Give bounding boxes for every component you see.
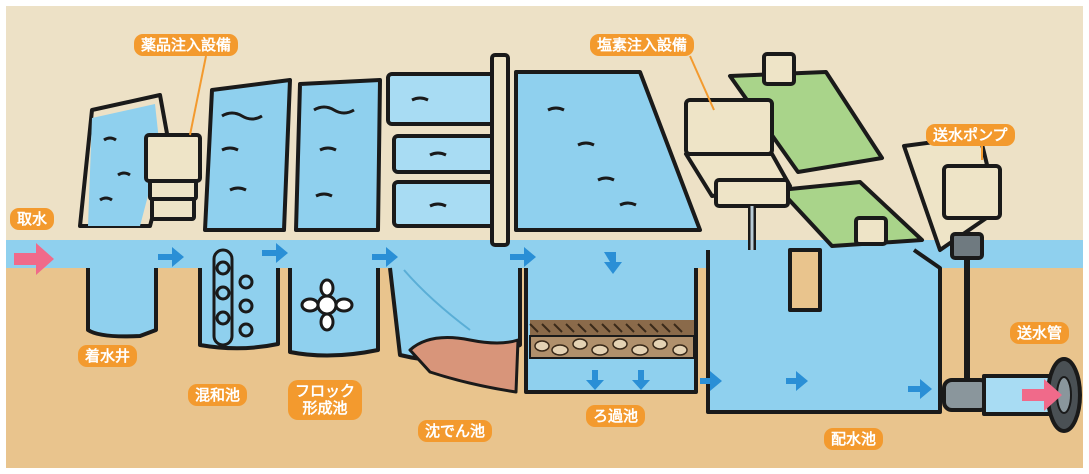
flow-arrow-down-2 (586, 370, 604, 390)
filter-layer-hatch (529, 323, 683, 333)
label-chlorine-injection: 塩素注入設備 (590, 34, 695, 56)
filter-gravel-stones (534, 338, 688, 356)
mixing-paddle (212, 248, 254, 347)
label-floc-line2: 形成池 (302, 399, 348, 417)
flocculator-icon (300, 278, 354, 332)
flow-arrow-3 (372, 247, 398, 267)
filter-layer-sand (530, 320, 694, 336)
flow-arrow-4 (510, 247, 536, 267)
label-filter-basin: ろ過池 (586, 405, 646, 427)
label-chemical-injection: 薬品注入設備 (134, 34, 239, 56)
flow-arrows (14, 243, 1062, 411)
distribution-reservoir (706, 248, 942, 414)
floc-formation-basin (288, 78, 382, 358)
water-pump (902, 134, 1002, 412)
label-sedimentation-basin: 沈でん池 (418, 420, 493, 442)
flow-arrow-1 (158, 247, 184, 267)
outflow-arrow (1022, 379, 1062, 411)
label-mixing-basin: 混和池 (188, 384, 248, 406)
basin-partition-wall (490, 53, 510, 247)
label-pump: 送水ポンプ (926, 124, 1015, 146)
label-intake: 取水 (10, 208, 55, 230)
chemical-injection-tank (144, 133, 202, 221)
intake-arrow (14, 243, 54, 275)
flow-arrow-6 (786, 371, 808, 391)
label-distribution-reservoir: 配水池 (824, 428, 884, 450)
flow-arrow-down-3 (632, 370, 650, 390)
flow-arrow-down-1 (604, 252, 622, 274)
label-leader-lines (189, 55, 983, 160)
flow-arrow-7 (908, 379, 932, 399)
flow-arrow-2 (262, 243, 288, 263)
label-floc-line1: フロック (295, 382, 356, 400)
label-pipe: 送水管 (1010, 322, 1070, 344)
label-receiving-well: 着水井 (78, 345, 138, 367)
receiving-well (78, 93, 172, 339)
flow-arrow-5 (700, 371, 722, 391)
label-floc-formation: フロック 形成池 (288, 380, 363, 420)
